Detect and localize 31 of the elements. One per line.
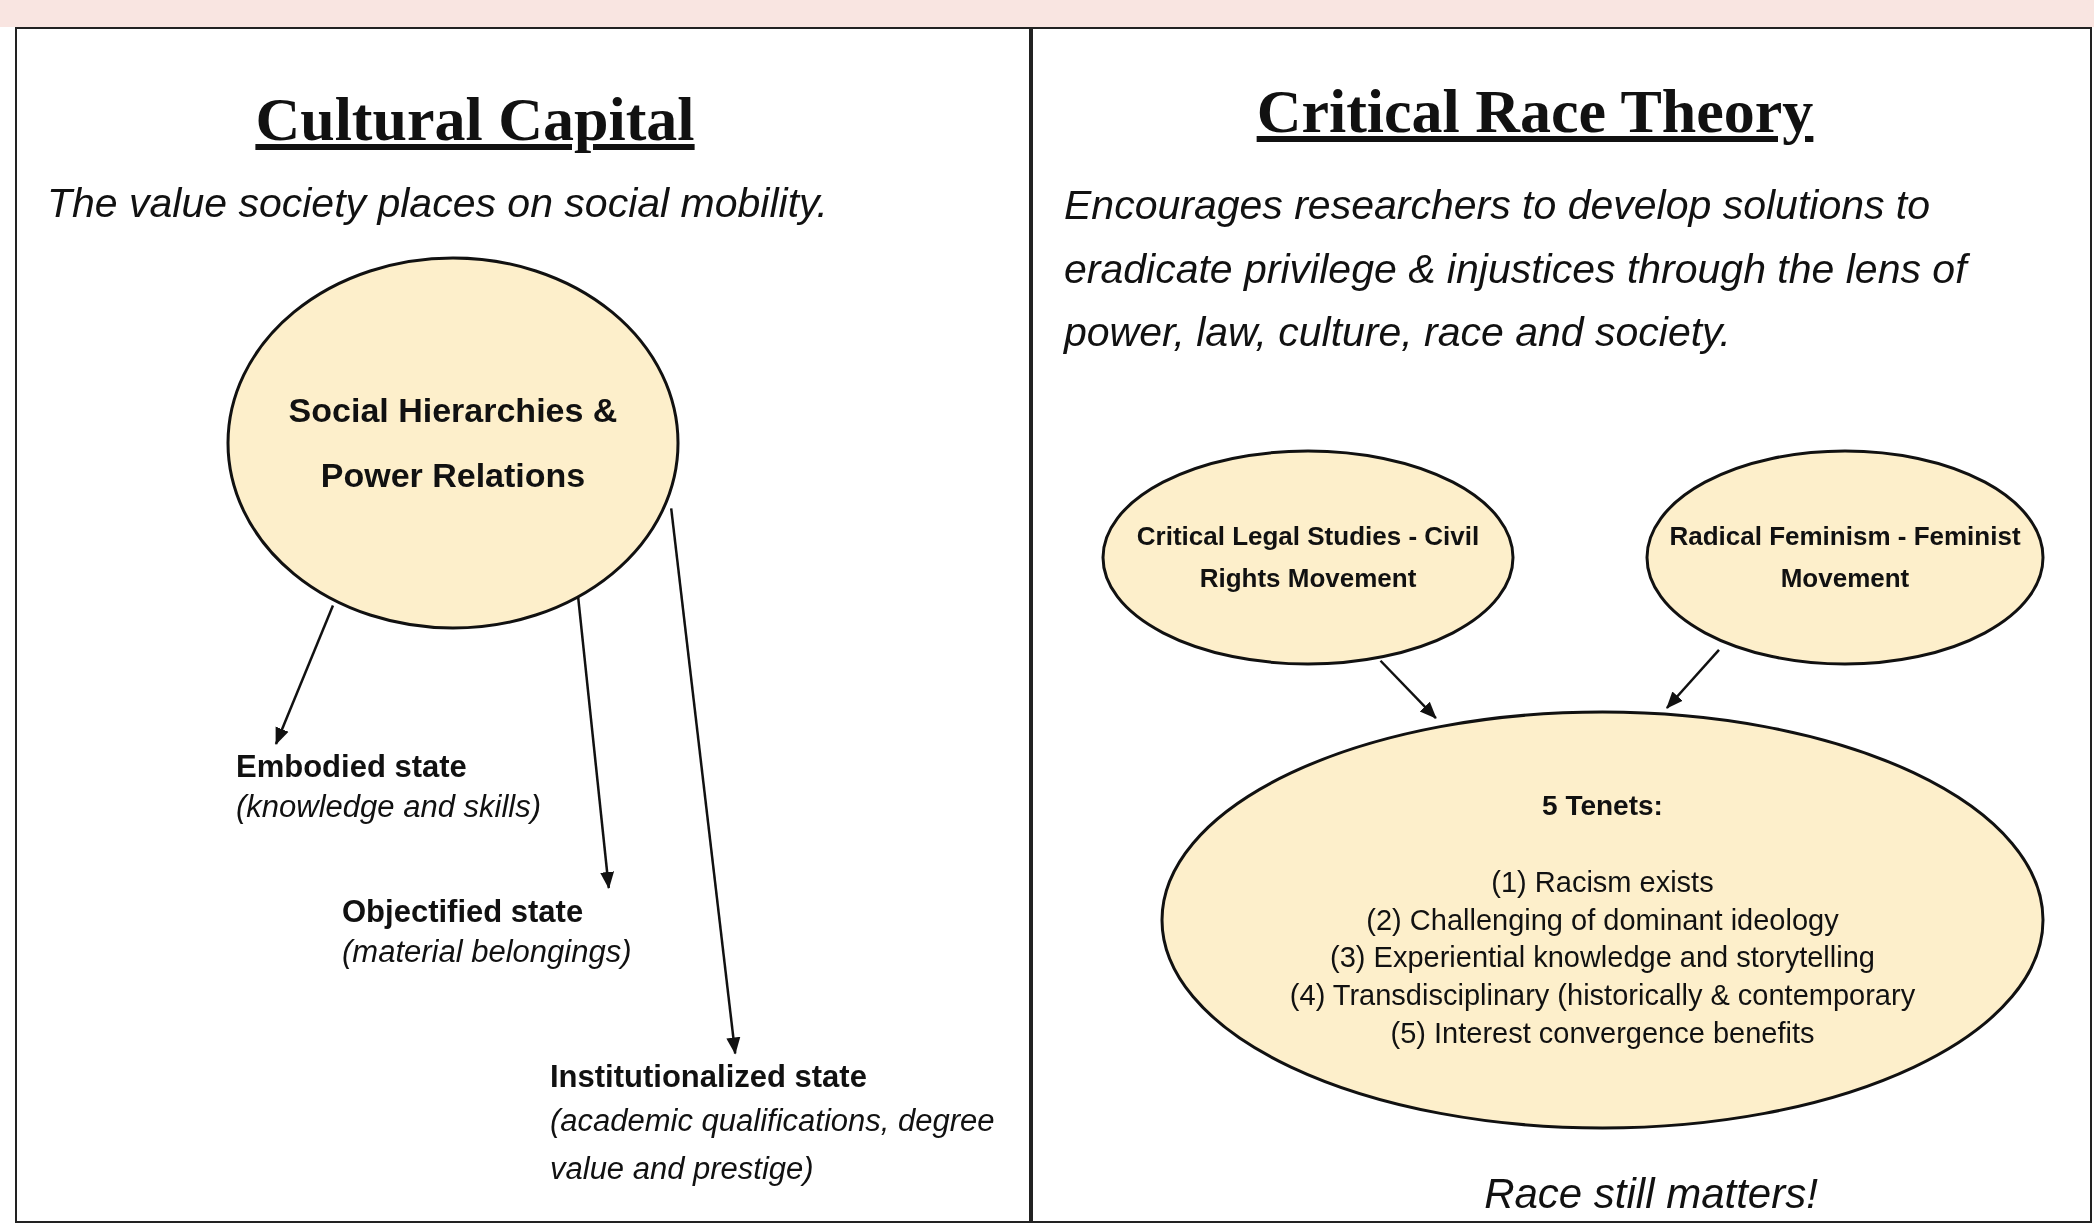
panel [1031,27,2092,1223]
panel-description: The value society places on social mobility. [47,179,829,228]
panel-title: Cultural Capital [254,84,696,155]
ellipse-node [1101,449,1515,666]
arrow [274,605,335,745]
arrow [1379,659,1437,719]
node-text: Social Hierarchies & Power Relations [287,390,619,496]
arrow [576,596,615,889]
arrow [669,508,741,1055]
node-heading: 5 Tenets: [1542,788,1663,823]
arrow [1665,649,1720,709]
state-heading: Embodied state [236,748,468,786]
panel [15,27,1031,1223]
ellipse-node [226,256,680,630]
tenet-item: (5) Interest convergence benefits [1390,1015,1815,1051]
tenet-item: (1) Racism exists [1491,864,1714,900]
node-text: Radical Feminism - Feminist Movement [1668,519,2022,595]
state-heading: Objectified state [342,893,585,931]
state-description: (material belongings) [342,933,633,972]
panel-title: Critical Race Theory [1255,76,1815,147]
panel-description: Encourages researchers to develop solutions to eradicate privilege & injustices through the lens of power, law, culture, race and society. [1064,174,2074,365]
state-description: (academic qualifications, degree value and prestige) [550,1102,996,1189]
state-heading: Institutionalized state [550,1058,868,1096]
tenet-item: (3) Experiential knowledge and storytelling [1330,940,1875,976]
closing-note: Race still matters! [1483,1169,1819,1219]
tenet-item: (4) Transdisciplinary (historically & contemporary [1289,978,1916,1014]
tenet-item: (2) Challenging of dominant ideology [1366,902,1839,938]
ellipse-node [1160,710,2045,1130]
node-text: Critical Legal Studies - Civil Rights Movement [1135,519,1481,595]
ellipse-node [1645,449,2045,666]
state-description: (knowledge and skills) [236,788,542,827]
